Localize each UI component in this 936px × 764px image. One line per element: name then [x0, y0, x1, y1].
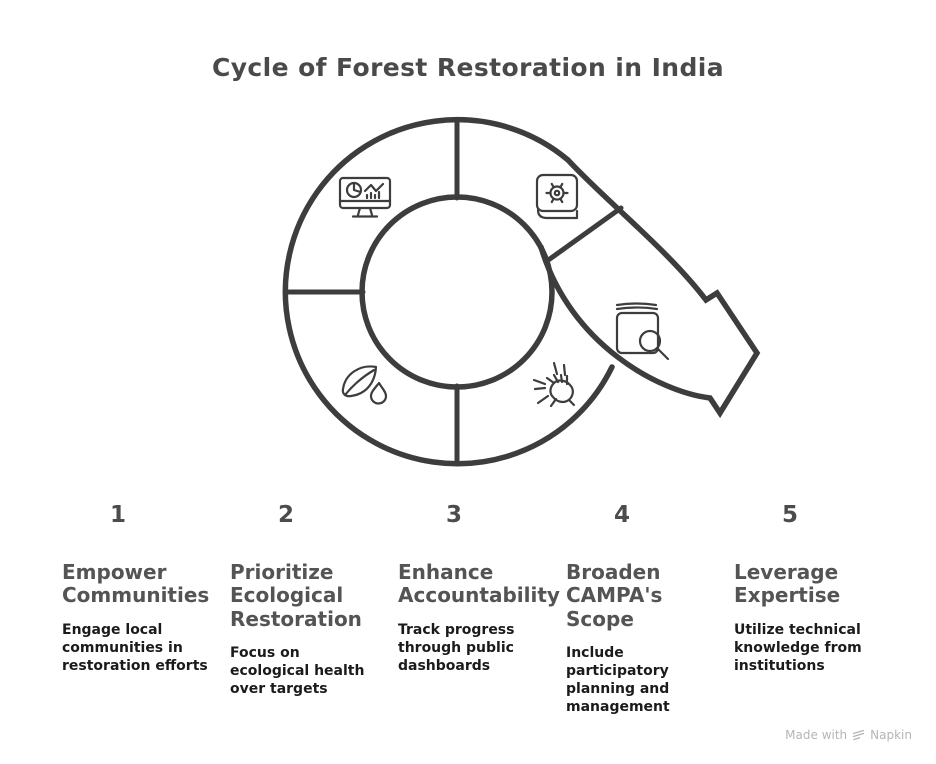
step-title: Broaden CAMPA's Scope — [566, 560, 663, 631]
step-number: 1 — [109, 502, 126, 528]
step-number: 4 — [613, 502, 630, 528]
step-title: Prioritize Ecological Restoration — [230, 560, 362, 631]
step-title: Empower Communities — [62, 560, 210, 608]
leaf-drop-icon — [341, 365, 388, 405]
steps-legend: 1 Empower Communities Engage local commu… — [62, 502, 884, 717]
step-description: Engage local communities in restoration … — [62, 621, 208, 675]
step-title: Leverage Expertise — [734, 560, 841, 608]
search-book-icon — [615, 302, 670, 361]
step-column-2: 2 Prioritize Ecological Restoration Focu… — [230, 502, 380, 717]
watermark-brand: Napkin — [870, 728, 912, 742]
ring-inner-circle — [359, 194, 555, 390]
cycle-arrow — [538, 157, 761, 419]
ring-outer-arc — [282, 116, 615, 467]
watermark: Made with Napkin — [785, 728, 912, 742]
step-description: Include participatory planning and manag… — [566, 644, 670, 716]
divider-upper-right — [544, 205, 624, 264]
step-column-3: 3 Enhance Accountability Track progress … — [398, 502, 560, 717]
step-title: Enhance Accountability — [398, 560, 560, 608]
watermark-prefix: Made with — [785, 728, 848, 742]
step-number: 5 — [781, 502, 798, 528]
step-column-1: 1 Empower Communities Engage local commu… — [62, 502, 212, 717]
napkin-logo-icon — [852, 729, 865, 741]
step-number: 2 — [277, 502, 294, 528]
step-column-5: 5 Leverage Expertise Utilize technical k… — [734, 502, 884, 717]
diagram-title: Cycle of Forest Restoration in India — [211, 53, 725, 82]
dashboard-monitor-icon — [338, 176, 392, 218]
gear-book-icon — [535, 173, 579, 220]
step-column-4: 4 Broaden CAMPA's Scope Include particip… — [566, 502, 716, 717]
step-description: Track progress through public dashboards — [398, 621, 515, 675]
step-description: Utilize technical knowledge from institu… — [734, 621, 862, 675]
step-number: 3 — [445, 502, 462, 528]
step-description: Focus on ecological health over targets — [230, 644, 365, 698]
hands-together-icon — [532, 361, 576, 408]
